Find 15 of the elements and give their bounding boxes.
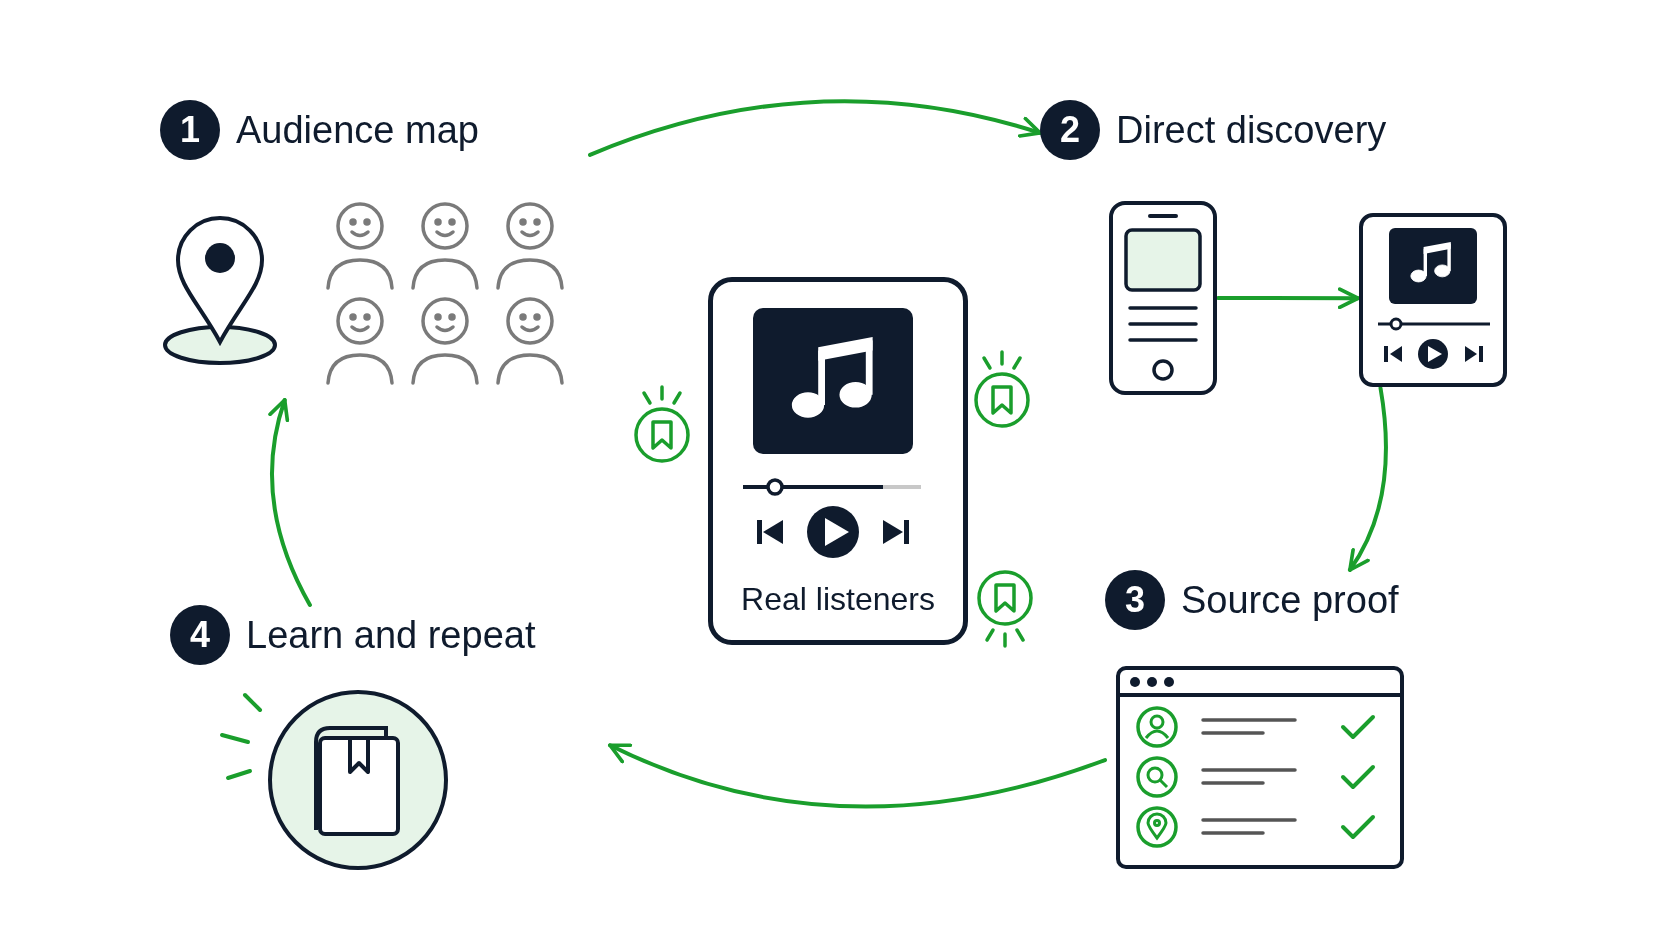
step-number: 3 [1105, 570, 1165, 630]
step-number: 4 [170, 605, 230, 665]
step-title: Audience map [236, 108, 479, 152]
step-title: Source proof [1181, 578, 1399, 622]
arrow [268, 398, 312, 607]
arrow [1347, 386, 1388, 572]
step-title: Direct discovery [1116, 108, 1387, 152]
music-player-card [708, 277, 968, 645]
arrow [608, 742, 1107, 809]
arrow [588, 99, 1042, 157]
arrow [1216, 287, 1360, 310]
step-title: Learn and repeat [246, 613, 536, 657]
player-label: Real listeners [740, 581, 936, 618]
step-number: 1 [160, 100, 220, 160]
step-number: 2 [1040, 100, 1100, 160]
